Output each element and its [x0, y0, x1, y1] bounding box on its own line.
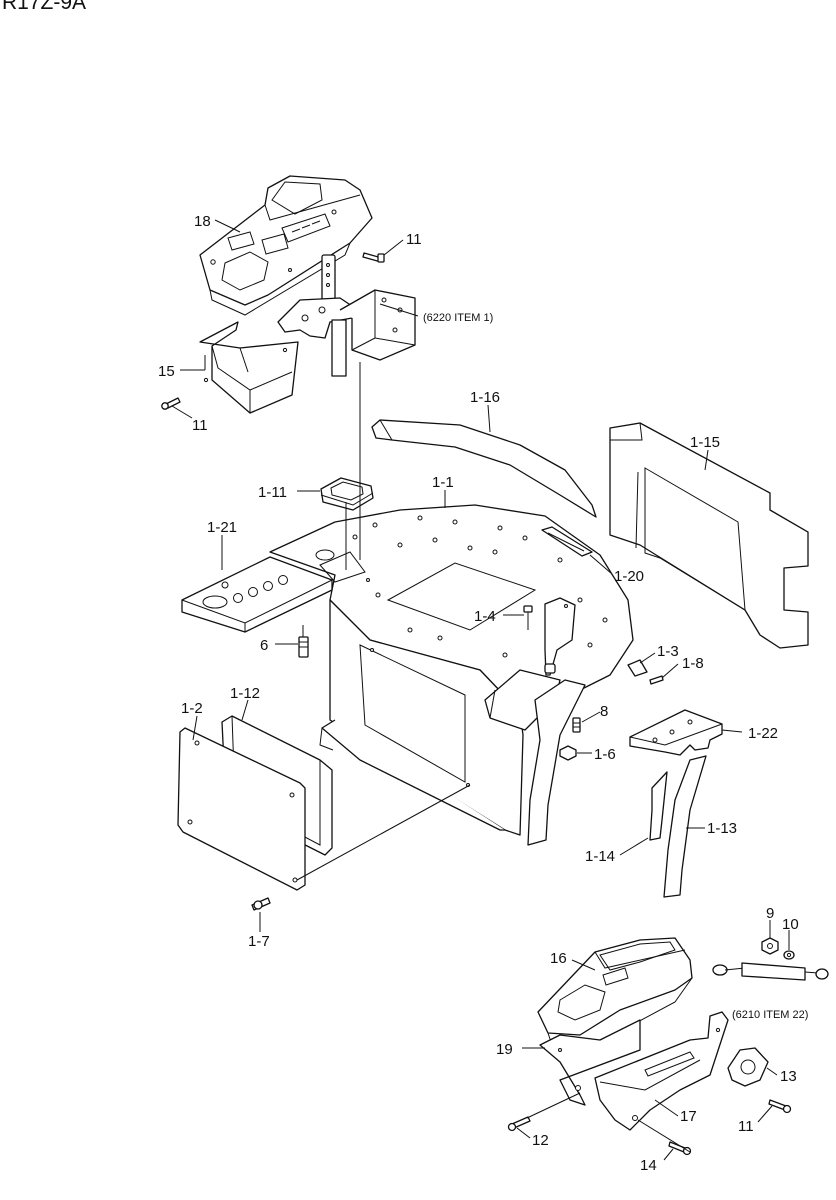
part-1-16-trim-strip: [371, 419, 597, 518]
callout-6: 6: [260, 637, 268, 654]
part-1-4-bolt: [523, 597, 576, 676]
callout-1-21: 1-21: [207, 519, 237, 536]
assembly-line-1-2: [296, 784, 471, 881]
callout-8: 8: [600, 703, 608, 720]
part-1-15-side-panel: [609, 422, 809, 649]
callout-1-7: 1-7: [248, 933, 270, 950]
callout-1-14: 1-14: [585, 848, 615, 865]
callout-1-16: 1-16: [470, 389, 500, 406]
part-1-21-cover-plate: [181, 556, 333, 633]
callout-1-22: 1-22: [748, 725, 778, 742]
screw-14: [668, 1141, 692, 1156]
part-19-panel: [539, 1019, 641, 1106]
part-1-14-strip: [649, 771, 668, 841]
part-15-console-cover: [199, 321, 299, 414]
part-1-3-clip: [627, 659, 648, 677]
callout-11-left: 11: [192, 417, 208, 434]
callout-1-2: 1-2: [181, 700, 203, 717]
part-1-1-floor-plate: [269, 362, 634, 846]
screw-11-bottom: [768, 1099, 792, 1114]
callout-1-8: 1-8: [682, 655, 704, 672]
part-8-bolt: [572, 717, 581, 733]
part-1-11-boot: [320, 477, 374, 511]
callout-11-bottom: 11: [738, 1118, 754, 1135]
part-17-lower-cover: [594, 1011, 729, 1131]
callout-13: 13: [780, 1068, 797, 1085]
callout-18: 18: [194, 213, 211, 230]
part-10-washer: [783, 950, 795, 960]
callout-12: 12: [532, 1132, 549, 1149]
callout-1-13: 1-13: [707, 820, 737, 837]
ref-6220-item-1: (6220 ITEM 1): [423, 312, 493, 324]
callout-9: 9: [766, 905, 774, 922]
part-1-8-screw: [649, 675, 664, 685]
callout-1-1: 1-1: [432, 474, 454, 491]
callout-19: 19: [496, 1041, 513, 1058]
part-6-bolt: [298, 625, 309, 658]
callout-16: 16: [550, 950, 567, 967]
control-bracket: [277, 254, 416, 377]
gas-spring-cylinder: [712, 962, 829, 981]
screw-12: [507, 1116, 531, 1132]
callout-1-3: 1-3: [657, 643, 679, 660]
part-9-nut: [761, 937, 779, 955]
ref-6210-item-22: (6210 ITEM 22): [732, 1009, 808, 1021]
part-16-console-upper: [537, 937, 693, 1048]
callout-15: 15: [158, 363, 175, 380]
callout-1-20: 1-20: [614, 568, 644, 585]
part-1-22-plate: [629, 709, 723, 756]
part-1-13-strip: [663, 755, 707, 898]
callout-11-top: 11: [406, 231, 422, 248]
part-1-20-strip: [541, 526, 593, 557]
screw-11-left: [161, 397, 181, 410]
callout-1-12: 1-12: [230, 685, 260, 702]
part-1-7-bolt: [251, 897, 271, 911]
part-13-bracket: [727, 1047, 769, 1087]
callout-1-15: 1-15: [690, 434, 720, 451]
model-label: R17Z-9A: [2, 0, 87, 14]
callout-1-6: 1-6: [594, 746, 616, 763]
screw-11-top: [362, 252, 385, 263]
callout-17: 17: [680, 1108, 697, 1125]
callout-1-4: 1-4: [474, 608, 496, 625]
callout-1-11: 1-11: [258, 484, 287, 501]
callout-14: 14: [640, 1157, 657, 1174]
leader-lines: [171, 219, 790, 1161]
part-1-6-nut: [559, 745, 577, 761]
callout-10: 10: [782, 916, 799, 933]
part-18-upper-console: [199, 175, 373, 316]
